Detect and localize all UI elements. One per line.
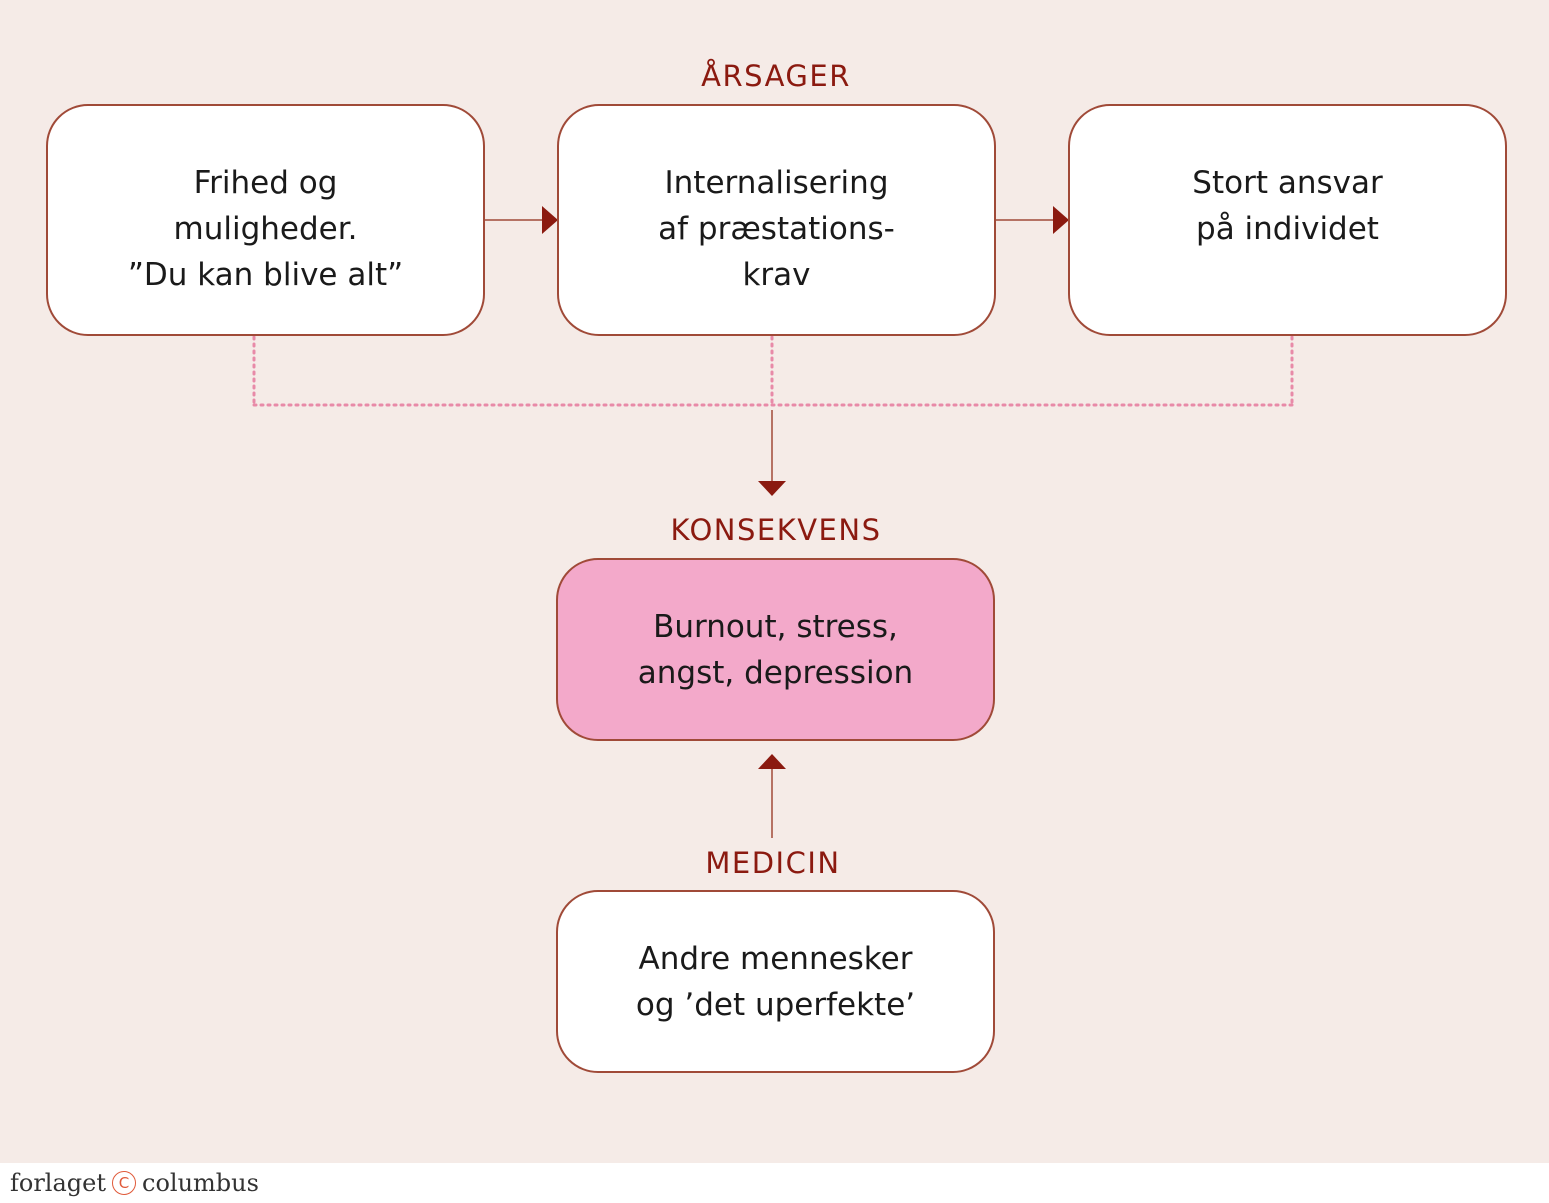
cause-3-line-1: Stort ansvar xyxy=(1192,165,1383,201)
publisher-left-text: forlaget xyxy=(10,1169,106,1197)
cause-3-line-2: på individet xyxy=(1196,211,1379,247)
medicine-line-1: Andre mennesker xyxy=(638,940,913,977)
cause-box-freedom: Frihed og muligheder. ”Du kan blive alt” xyxy=(46,104,485,336)
medicine-line-2: og ’det uperfekte’ xyxy=(635,986,916,1023)
publisher-right-text: columbus xyxy=(142,1169,259,1197)
cause-box-responsibility: Stort ansvar på individet xyxy=(1068,104,1507,336)
causes-label: ÅRSAGER xyxy=(701,59,851,93)
cause-2-line-1: Internalisering xyxy=(664,165,889,201)
consequence-line-1: Burnout, stress, xyxy=(653,608,898,645)
cause-2-line-3: krav xyxy=(742,257,811,293)
cause-1-line-2: muligheder. xyxy=(173,211,358,247)
copyright-circle-icon: C xyxy=(112,1171,136,1195)
connectors xyxy=(252,206,1294,838)
medicine-box: Andre mennesker og ’det uperfekte’ xyxy=(556,890,995,1073)
footer: forlaget C columbus xyxy=(0,1163,1549,1203)
arrowhead-cause1-to-cause2 xyxy=(542,206,558,234)
cause-box-internalisation: Internalisering af præstations- krav xyxy=(557,104,996,336)
arrowhead-medicine-to-consequence xyxy=(758,754,786,769)
consequence-label: KONSEKVENS xyxy=(670,513,882,547)
cause-2-line-2: af præstations- xyxy=(658,211,895,247)
arrowhead-causes-to-consequence xyxy=(758,481,786,496)
consequence-line-2: angst, depression xyxy=(637,654,914,691)
diagram-canvas: ÅRSAGER Frihed og muligheder. ”Du kan bl… xyxy=(0,0,1549,1163)
cause-1-line-1: Frihed og xyxy=(193,165,338,201)
medicine-label: MEDICIN xyxy=(705,846,841,880)
cause-1-line-3: ”Du kan blive alt” xyxy=(127,257,404,293)
publisher-logo: forlaget C columbus xyxy=(10,1169,259,1197)
consequence-box: Burnout, stress, angst, depression xyxy=(556,558,995,741)
arrowhead-cause2-to-cause3 xyxy=(1053,206,1069,234)
